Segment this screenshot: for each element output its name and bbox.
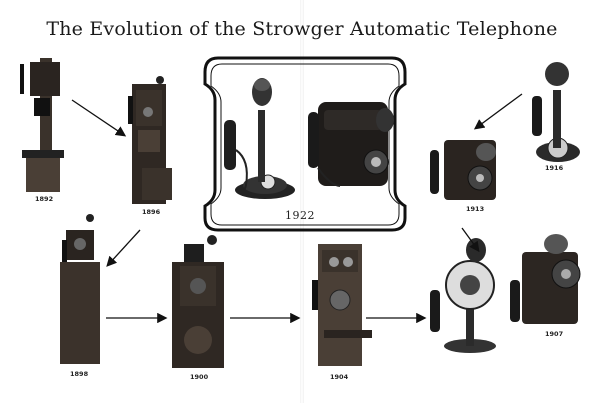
year-label-1898: 1898: [70, 370, 89, 378]
year-label-1896: 1896: [142, 208, 161, 216]
year-label-1900: 1900: [190, 373, 209, 381]
phone-1907-stand: [430, 238, 496, 353]
page-fold: [300, 0, 304, 403]
phone-1892: [20, 58, 64, 192]
phone-1896: [128, 76, 172, 204]
year-label-1892: 1892: [35, 195, 54, 203]
year-label-1904: 1904: [330, 373, 349, 381]
phone-1904: [312, 244, 372, 366]
center-frame: [203, 56, 407, 232]
phone-1922-candlestick: [224, 78, 295, 199]
year-label-1907: 1907: [545, 330, 564, 338]
center-year-label: 1922: [285, 209, 315, 222]
page-title: The Evolution of the Strowger Automatic …: [46, 18, 558, 40]
phone-1898: [60, 214, 100, 364]
arrows: [71, 93, 523, 324]
phone-1900: [172, 235, 224, 368]
phone-1907: [510, 234, 581, 324]
phone-1922-wall: [308, 102, 394, 187]
phone-1916: [532, 62, 580, 162]
year-label-1913: 1913: [466, 205, 485, 213]
phone-1913: [430, 140, 496, 200]
year-label-1916: 1916: [545, 164, 564, 172]
